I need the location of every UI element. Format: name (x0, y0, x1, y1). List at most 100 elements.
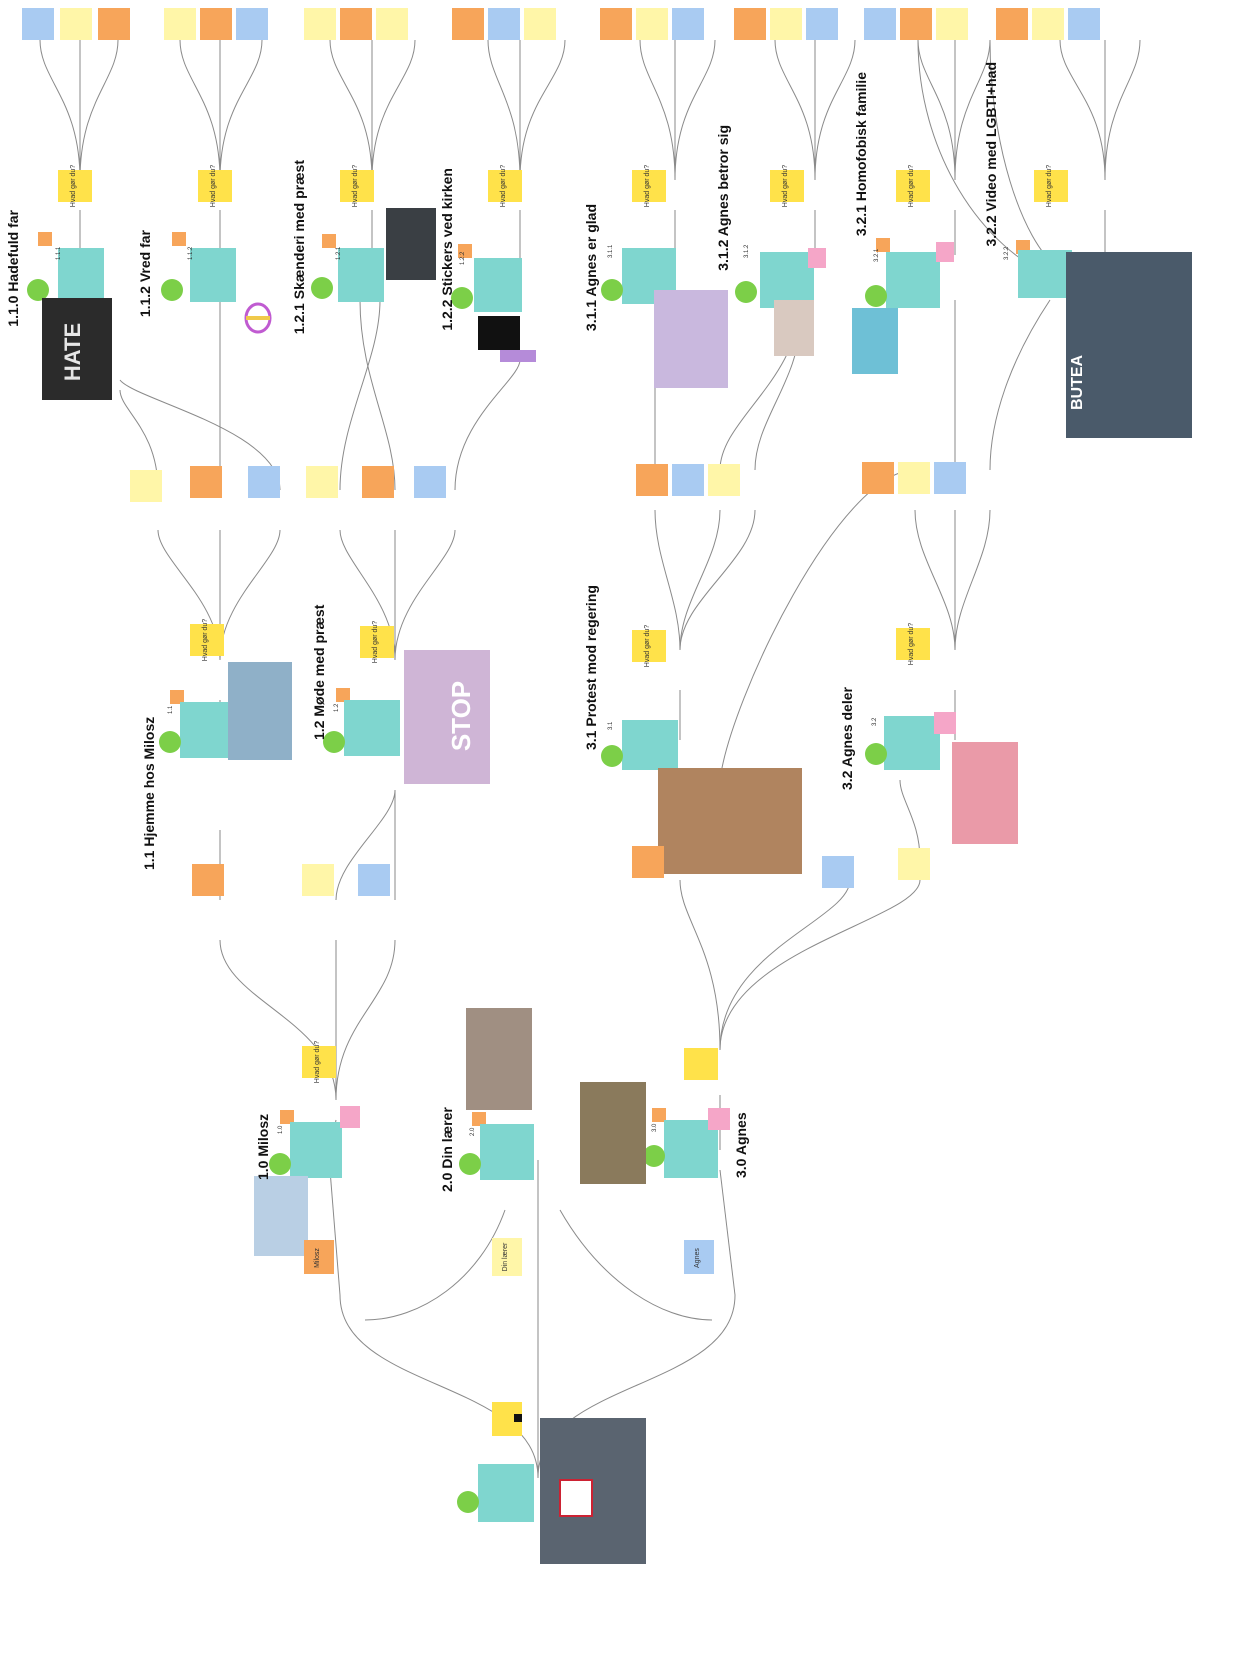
scene-card[interactable] (58, 248, 104, 302)
prompt-note[interactable] (632, 170, 666, 202)
answer-note[interactable] (1032, 8, 1064, 40)
answer-note[interactable] (358, 864, 390, 896)
answer-note[interactable] (524, 8, 556, 40)
stop-word: STOP (446, 681, 476, 751)
root-scene-card[interactable] (478, 1464, 534, 1522)
prompt-text: Hvad gør du? (644, 625, 651, 668)
section-title: 3.1.2 Agnes betror sig (715, 125, 731, 271)
tag-note (280, 1110, 294, 1124)
level3-images: HATE BUTEA (42, 208, 1192, 438)
scene-card[interactable] (180, 702, 228, 758)
character-choice-notes: Milosz Din lærer Agnes (304, 1238, 714, 1276)
pink-note[interactable] (708, 1108, 730, 1130)
answer-note[interactable] (672, 8, 704, 40)
scene-card[interactable] (344, 700, 400, 756)
answer-note[interactable] (340, 8, 372, 40)
character-note-laerer[interactable] (492, 1238, 522, 1276)
answer-note[interactable] (1068, 8, 1100, 40)
answer-note[interactable] (600, 8, 632, 40)
scene-card[interactable] (884, 716, 940, 770)
answer-note[interactable] (936, 8, 968, 40)
answer-note[interactable] (770, 8, 802, 40)
wristband-photo (254, 1176, 308, 1256)
prompt-note[interactable] (302, 1046, 336, 1078)
prompt-note[interactable] (896, 170, 930, 202)
scene-card[interactable] (290, 1122, 342, 1178)
answer-note[interactable] (192, 864, 224, 896)
scene-card[interactable] (480, 1124, 534, 1180)
answer-note[interactable] (996, 8, 1028, 40)
pink-note[interactable] (808, 248, 826, 268)
answer-note[interactable] (488, 8, 520, 40)
hate-image (42, 298, 112, 400)
prompt-note[interactable] (896, 628, 930, 660)
answer-note[interactable] (900, 8, 932, 40)
answer-note[interactable] (864, 8, 896, 40)
top-answer-notes (22, 8, 1100, 40)
answer-note[interactable] (898, 848, 930, 880)
answer-note[interactable] (636, 464, 668, 496)
scene-card[interactable] (474, 258, 522, 312)
answer-note[interactable] (22, 8, 54, 40)
prompt-note[interactable] (190, 624, 224, 656)
prompt-note[interactable] (632, 630, 666, 662)
answer-note[interactable] (376, 8, 408, 40)
answer-note[interactable] (304, 8, 336, 40)
answer-note[interactable] (632, 846, 664, 878)
scene-card[interactable] (338, 248, 384, 302)
pink-note[interactable] (934, 712, 956, 734)
answer-note[interactable] (130, 470, 162, 502)
section-title: 3.1.1 Agnes er glad (583, 204, 599, 331)
answer-note[interactable] (672, 464, 704, 496)
prompt-text: Hvad gør du? (908, 165, 915, 208)
pink-note[interactable] (936, 242, 954, 262)
figures-photo (852, 308, 898, 374)
scene-card[interactable] (622, 720, 678, 770)
status-dot (865, 743, 887, 765)
prompt-note[interactable] (198, 170, 232, 202)
status-dot (459, 1153, 481, 1175)
answer-note[interactable] (164, 8, 196, 40)
prompt-note[interactable] (360, 626, 394, 658)
answer-note[interactable] (98, 8, 130, 40)
character-note-milosz[interactable] (304, 1240, 334, 1274)
character-note-agnes[interactable] (684, 1240, 714, 1274)
answer-note[interactable] (898, 462, 930, 494)
answer-note[interactable] (806, 8, 838, 40)
scene-card[interactable] (1018, 250, 1072, 298)
answer-note[interactable] (822, 856, 854, 888)
pink-note[interactable] (340, 1106, 360, 1128)
card-code: 3.2.1 (874, 248, 880, 262)
prompt-note[interactable] (684, 1048, 718, 1080)
tag-note (336, 688, 350, 702)
card-code: 1.2.2 (460, 251, 466, 265)
answer-note[interactable] (200, 8, 232, 40)
prompt-note[interactable] (58, 170, 92, 202)
answer-note[interactable] (302, 864, 334, 896)
answer-note[interactable] (708, 464, 740, 496)
answer-note[interactable] (934, 462, 966, 494)
answer-note[interactable] (190, 466, 222, 498)
scene-card[interactable] (886, 252, 940, 308)
prompt-note[interactable] (488, 170, 522, 202)
scene-card[interactable] (190, 248, 236, 302)
answer-note[interactable] (306, 466, 338, 498)
answer-note[interactable] (236, 8, 268, 40)
pride-protest-photo (658, 768, 802, 874)
prompt-note[interactable] (340, 170, 374, 202)
answer-note[interactable] (636, 8, 668, 40)
answer-note[interactable] (734, 8, 766, 40)
card-code: 1.2 (334, 703, 340, 712)
answer-note[interactable] (452, 8, 484, 40)
answer-note[interactable] (248, 466, 280, 498)
prompt-note[interactable] (1034, 170, 1068, 202)
answer-note[interactable] (414, 466, 446, 498)
prompt-note[interactable] (770, 170, 804, 202)
answer-note[interactable] (862, 462, 894, 494)
scene-card[interactable] (760, 252, 814, 308)
answer-note[interactable] (362, 466, 394, 498)
level2-prompts: Hvad gør du? Hvad gør du? Hvad gør du? H… (190, 619, 930, 668)
answer-note[interactable] (60, 8, 92, 40)
crowd-photo (774, 300, 814, 356)
